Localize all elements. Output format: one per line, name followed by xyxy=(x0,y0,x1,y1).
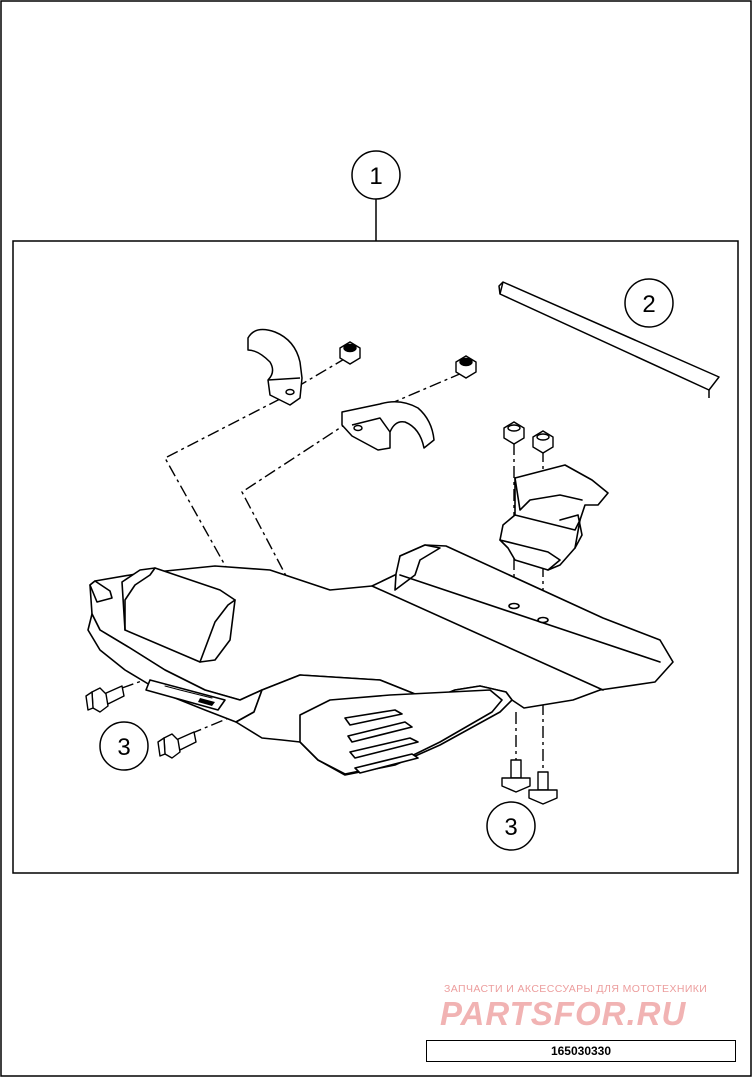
callout-1-label: 1 xyxy=(369,163,382,190)
vent-slots xyxy=(344,709,419,774)
item-2-strip xyxy=(498,281,720,398)
callout-3-right-label: 3 xyxy=(504,814,517,841)
callout-3-right: 3 xyxy=(486,801,536,851)
nut-1 xyxy=(339,341,361,365)
item-1-skid-plate xyxy=(87,464,674,776)
callout-3-left: 3 xyxy=(99,721,149,771)
callout-2: 2 xyxy=(624,278,674,328)
bolt-left-lower xyxy=(157,731,197,759)
bolt-bottom-1 xyxy=(501,759,531,793)
kit-group-frame xyxy=(12,240,739,874)
document-number: 165030330 xyxy=(426,1040,736,1062)
watermark-tagline: ЗАПЧАСТИ И АКСЕССУАРЫ ДЛЯ МОТОТЕХНИКИ xyxy=(444,983,708,995)
callout-1: 1 xyxy=(351,150,401,200)
nut-3 xyxy=(503,421,525,445)
watermark-brand: PARTSFOR.RU xyxy=(440,995,687,1032)
callout-3-left-label: 3 xyxy=(117,734,130,761)
callout-2-label: 2 xyxy=(642,291,655,318)
bolt-bottom-2 xyxy=(528,771,558,805)
clamp-bracket-right xyxy=(341,401,435,451)
nut-2 xyxy=(455,355,477,379)
clamp-bracket-left xyxy=(247,328,303,406)
bolt-left-upper xyxy=(85,685,125,713)
nut-4 xyxy=(532,430,554,454)
